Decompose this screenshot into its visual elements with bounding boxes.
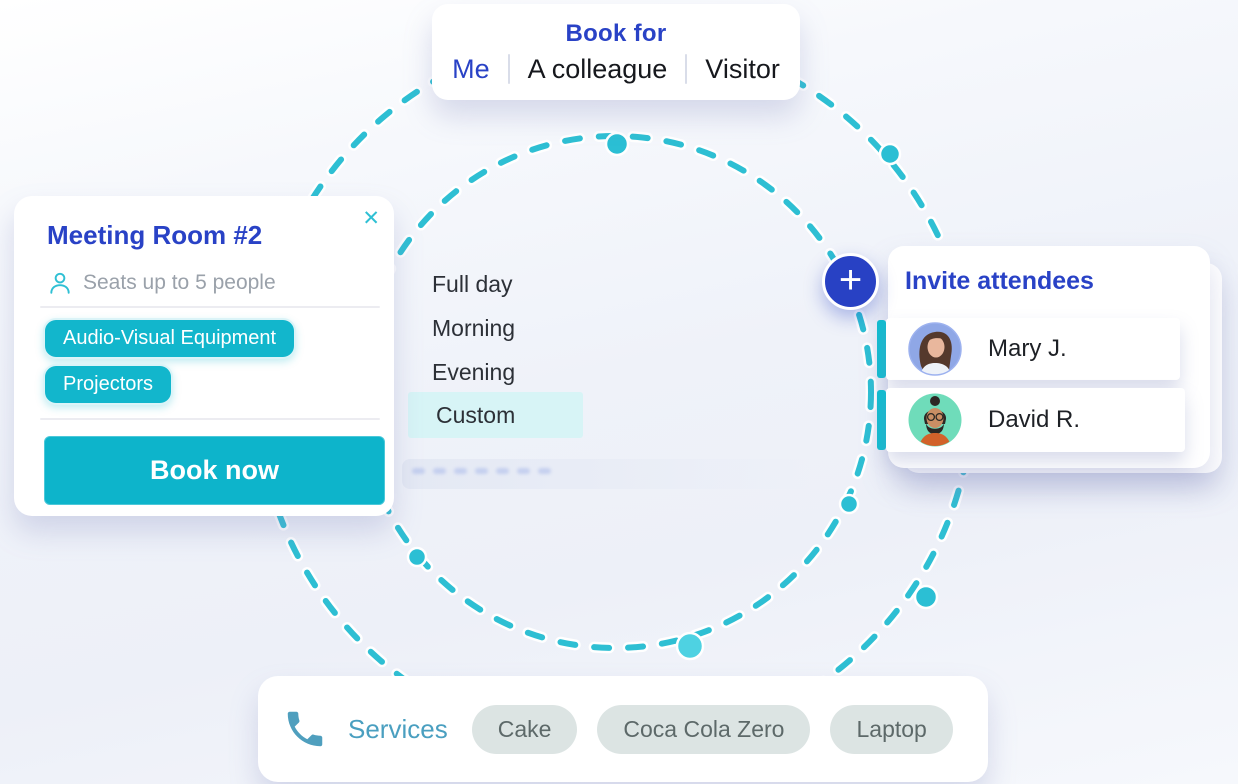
service-option-coca-cola-zero[interactable]: Coca Cola Zero <box>597 704 811 754</box>
book-for-options: Me A colleague Visitor <box>452 54 780 85</box>
avatar-david <box>908 393 962 447</box>
amenity-tag-av-equipment: Audio-Visual Equipment <box>43 318 297 359</box>
attendee-row-david[interactable]: David R. <box>877 388 1185 452</box>
close-icon[interactable]: ✕ <box>362 207 380 230</box>
time-option-morning[interactable]: Morning <box>432 315 516 341</box>
time-option-full-day[interactable]: Full day <box>432 271 513 297</box>
option-separator <box>507 54 510 84</box>
invite-attendees-title: Invite attendees <box>905 267 1094 295</box>
phone-icon <box>287 711 323 747</box>
book-for-option-visitor[interactable]: Visitor <box>705 53 780 84</box>
meeting-room-card: Meeting Room #2 ✕ Seats up to 5 people A… <box>14 196 394 516</box>
divider <box>40 418 380 420</box>
capacity-label: Seats up to 5 people <box>83 271 276 294</box>
attendee-row-body: David R. <box>886 388 1185 452</box>
attendee-row-mary[interactable]: Mary J. <box>877 318 1180 380</box>
service-option-cake[interactable]: Cake <box>471 704 578 754</box>
room-capacity: Seats up to 5 people <box>47 270 276 296</box>
person-outline-icon <box>50 272 70 294</box>
services-label: Services <box>348 713 448 744</box>
book-for-card: Book for Me A colleague Visitor <box>432 4 800 100</box>
attendee-accent-bar <box>877 320 886 378</box>
book-for-option-colleague[interactable]: A colleague <box>527 53 668 84</box>
attendee-row-body: Mary J. <box>886 318 1180 380</box>
time-option-custom-selected[interactable]: Custom <box>408 392 583 438</box>
add-attendee-button[interactable]: + <box>822 253 879 310</box>
book-now-button[interactable]: Book now <box>44 436 385 505</box>
avatar-mary <box>908 322 962 376</box>
divider <box>40 306 380 308</box>
book-for-option-me[interactable]: Me <box>452 53 490 84</box>
attendee-accent-bar <box>877 390 886 450</box>
attendee-name: David R. <box>988 406 1081 433</box>
option-separator <box>685 54 688 84</box>
time-option-evening[interactable]: Evening <box>432 359 516 385</box>
book-for-title: Book for <box>565 19 667 47</box>
attendee-name: Mary J. <box>988 335 1067 362</box>
faded-time-option <box>402 459 867 489</box>
service-option-laptop[interactable]: Laptop <box>830 704 953 754</box>
services-card: Services Cake Coca Cola Zero Laptop <box>258 676 988 782</box>
meeting-room-title: Meeting Room #2 <box>47 220 263 250</box>
faded-time-dashes <box>412 468 551 474</box>
amenity-tag-projectors: Projectors <box>43 364 174 405</box>
circle-node-dots <box>406 131 939 661</box>
